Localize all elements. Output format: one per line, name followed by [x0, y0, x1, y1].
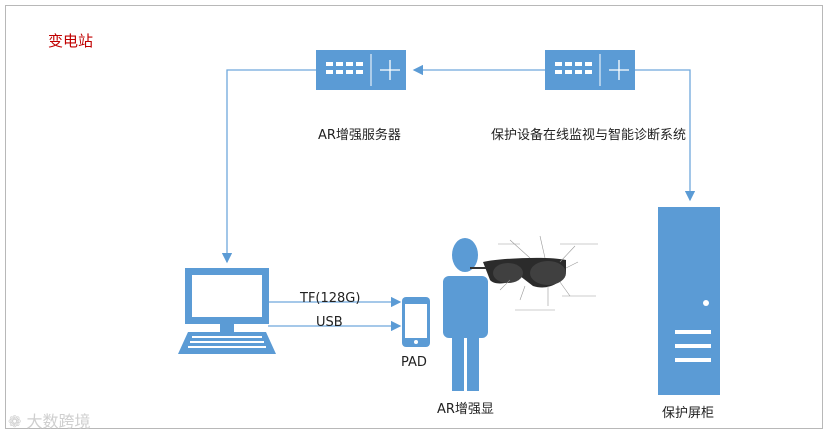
protection-system-label: 保护设备在线监视与智能诊断系统: [491, 128, 687, 143]
protection-system-icon: [545, 50, 635, 90]
watermark-text: 大数跨境: [26, 412, 91, 431]
computer-icon: [178, 268, 276, 354]
pad-icon: [402, 297, 430, 347]
cabinet-label: 保护屏柜: [662, 406, 715, 421]
diagram-frame: [5, 5, 823, 429]
watermark: ❁ 大数跨境: [8, 408, 91, 432]
ar-display-label: AR增强显: [437, 402, 494, 417]
system-to-cabinet-line: [634, 69, 696, 202]
ar-server-label: AR增强服务器: [318, 128, 401, 143]
usb-label: USB: [316, 315, 343, 330]
pad-label: PAD: [401, 355, 427, 370]
site-title: 变电站: [48, 32, 94, 50]
server-to-pc-line: [221, 69, 316, 264]
connection-lines: [221, 64, 696, 332]
cabinet-icon: [658, 207, 720, 395]
tf-card-label: TF(128G): [300, 291, 361, 306]
ar-server-icon: [316, 50, 406, 90]
watermark-logo-icon: ❁: [8, 412, 22, 431]
ar-glasses-image: [470, 235, 598, 311]
person-icon: [443, 238, 488, 391]
